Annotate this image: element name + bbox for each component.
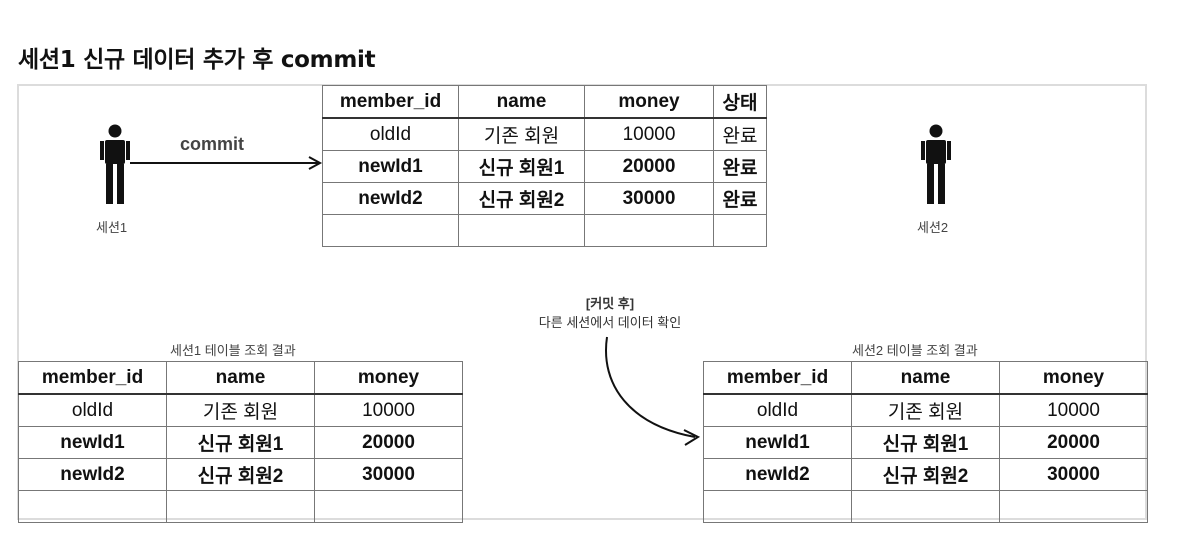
table-header-row: member_id name money 상태 (322, 85, 767, 119)
table-row: oldId 기존 회원 10000 (703, 393, 1148, 427)
session2-label: 세션2 (917, 220, 949, 235)
header-cell: member_id (322, 85, 459, 119)
table-row: newId2 신규 회원2 30000 (703, 458, 1148, 491)
table-cell: 30000 (999, 458, 1148, 491)
table-cell: 10000 (999, 393, 1148, 427)
table-cell (999, 490, 1148, 523)
table-cell: 30000 (314, 458, 463, 491)
note-line1: [커밋 후] (585, 296, 635, 311)
table-cell: 신규 회원1 (458, 150, 585, 183)
table-cell: newId2 (703, 458, 852, 491)
table-cell: 20000 (999, 426, 1148, 459)
after-commit-note: [커밋 후] 다른 세션에서 데이터 확인 (515, 294, 705, 332)
table-cell: 완료 (713, 150, 767, 183)
session1-label: 세션1 (96, 220, 128, 235)
header-cell: member_id (18, 361, 167, 395)
commit-arrow (130, 156, 323, 170)
view-arrow (605, 336, 701, 446)
table-cell (458, 214, 585, 247)
commit-label: commit (180, 134, 245, 154)
table-row: newId2 신규 회원2 30000 (18, 458, 463, 491)
table-cell (322, 214, 459, 247)
table-cell (584, 214, 714, 247)
session2-person-icon (921, 124, 951, 204)
top-table: member_id name money 상태 oldId 기존 회원 1000… (322, 85, 767, 247)
table-cell: newId1 (322, 150, 459, 183)
table-row: newId2 신규 회원2 30000 완료 (322, 182, 767, 215)
header-cell: money (584, 85, 714, 119)
table-cell: newId1 (703, 426, 852, 459)
table-cell (314, 490, 463, 523)
session1-result-table: member_id name money oldId 기존 회원 10000 n… (18, 361, 463, 523)
table-header-row: member_id name money (703, 361, 1148, 395)
table-cell: newId1 (18, 426, 167, 459)
header-cell: name (166, 361, 315, 395)
header-cell: member_id (703, 361, 852, 395)
table-cell: 완료 (713, 182, 767, 215)
header-cell: 상태 (713, 85, 767, 119)
table-cell (851, 490, 1000, 523)
table-cell: oldId (322, 117, 459, 151)
table-cell: 20000 (584, 150, 714, 183)
table-cell (166, 490, 315, 523)
table-cell: 30000 (584, 182, 714, 215)
diagram-frame (17, 84, 1147, 520)
table-cell: 기존 회원 (851, 393, 1000, 427)
table-cell: 완료 (713, 117, 767, 151)
header-cell: money (314, 361, 463, 395)
session1-table-caption: 세션1 테이블 조회 결과 (170, 343, 296, 358)
table-header-row: member_id name money (18, 361, 463, 395)
header-cell: money (999, 361, 1148, 395)
table-cell: oldId (18, 393, 167, 427)
table-cell: 기존 회원 (458, 117, 585, 151)
table-cell: 신규 회원2 (851, 458, 1000, 491)
table-cell: newId2 (18, 458, 167, 491)
table-cell: oldId (703, 393, 852, 427)
table-cell: newId2 (322, 182, 459, 215)
table-row (322, 214, 767, 247)
table-row (18, 490, 463, 523)
session2-result-table: member_id name money oldId 기존 회원 10000 n… (703, 361, 1148, 523)
table-cell: 신규 회원2 (458, 182, 585, 215)
header-cell: name (851, 361, 1000, 395)
table-cell: 신규 회원2 (166, 458, 315, 491)
table-cell: 10000 (584, 117, 714, 151)
diagram-title: 세션1 신규 데이터 추가 후 commit (18, 47, 376, 73)
table-cell (18, 490, 167, 523)
table-cell: 20000 (314, 426, 463, 459)
table-cell: 기존 회원 (166, 393, 315, 427)
table-cell (703, 490, 852, 523)
session2-table-caption: 세션2 테이블 조회 결과 (852, 343, 978, 358)
table-row: newId1 신규 회원1 20000 (703, 426, 1148, 459)
table-row: oldId 기존 회원 10000 (18, 393, 463, 427)
table-cell: 신규 회원1 (166, 426, 315, 459)
table-row: oldId 기존 회원 10000 완료 (322, 117, 767, 151)
header-cell: name (458, 85, 585, 119)
table-row: newId1 신규 회원1 20000 (18, 426, 463, 459)
table-cell: 10000 (314, 393, 463, 427)
table-row (703, 490, 1148, 523)
session1-person-icon (100, 124, 130, 204)
table-cell: 신규 회원1 (851, 426, 1000, 459)
note-line2: 다른 세션에서 데이터 확인 (538, 315, 682, 330)
table-row: newId1 신규 회원1 20000 완료 (322, 150, 767, 183)
table-cell (713, 214, 767, 247)
